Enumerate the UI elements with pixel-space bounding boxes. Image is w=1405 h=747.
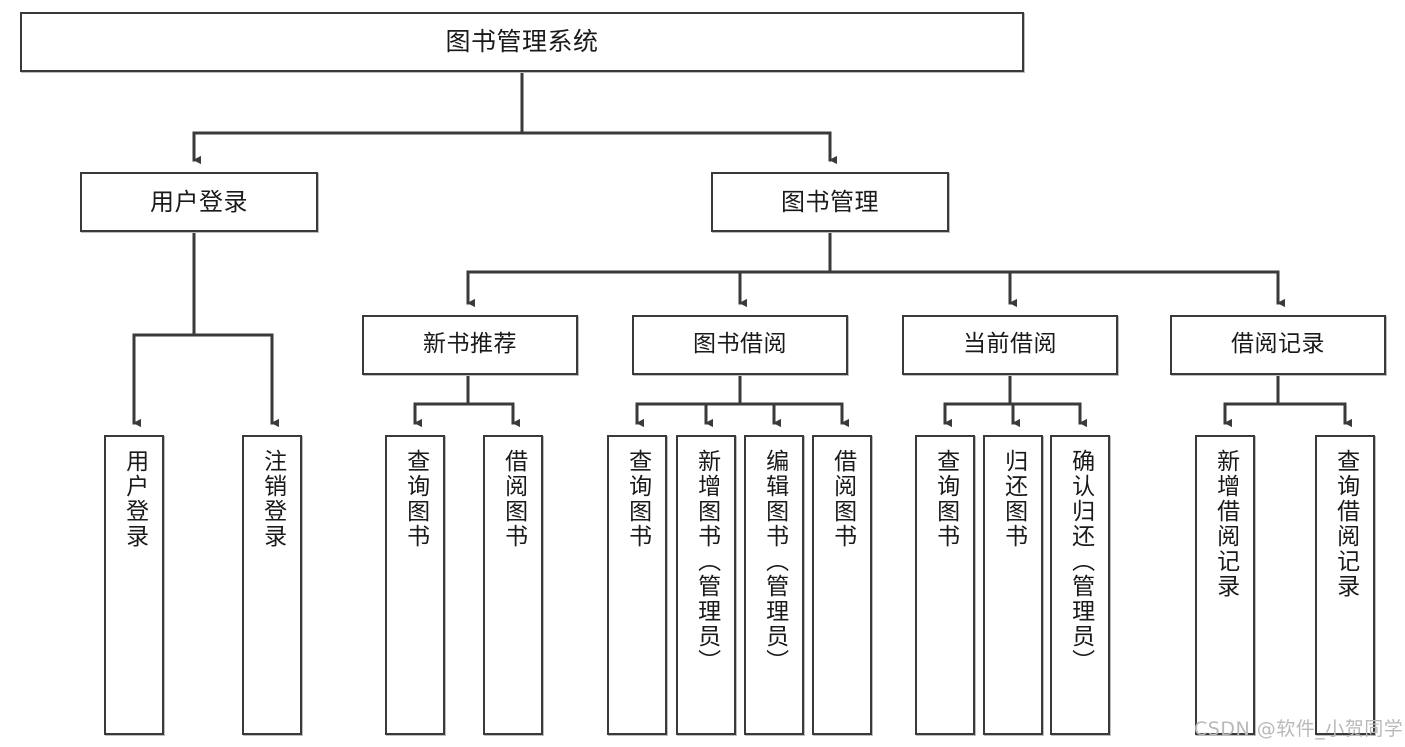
node-book-borrow[interactable]: 图书借阅 [632, 315, 848, 375]
node-label: 注销登录 [259, 449, 286, 549]
node-label: 图书管理 [781, 187, 879, 216]
node-leaf-user-login-logout[interactable]: 注销登录 [242, 435, 302, 735]
node-label: 借阅记录 [1231, 331, 1325, 358]
node-leaf-current-borrow-return[interactable]: 归还图书 [983, 435, 1043, 735]
node-user-login[interactable]: 用户登录 [80, 172, 318, 232]
node-leaf-new-book-query[interactable]: 查询图书 [385, 435, 445, 735]
node-leaf-user-login-login[interactable]: 用户登录 [104, 435, 164, 735]
node-leaf-borrow-record-add[interactable]: 新增借阅记录 [1195, 435, 1255, 735]
node-label: 借阅图书 [829, 449, 856, 549]
node-label: 查询借阅记录 [1332, 449, 1359, 599]
node-label: 当前借阅 [963, 331, 1057, 358]
node-label: 查询图书 [402, 449, 429, 549]
node-label: 用户登录 [121, 449, 148, 549]
node-label: 新书推荐 [423, 331, 517, 358]
node-label: 用户登录 [150, 187, 248, 216]
node-label: 查询图书 [932, 449, 959, 549]
node-leaf-book-borrow-add[interactable]: 新增图书（管理员） [676, 435, 736, 735]
node-borrow-record[interactable]: 借阅记录 [1170, 315, 1386, 375]
node-leaf-current-borrow-query[interactable]: 查询图书 [915, 435, 975, 735]
node-label: 新增图书（管理员） [693, 449, 720, 674]
node-label: 确认归还（管理员） [1067, 449, 1094, 674]
node-leaf-book-borrow-edit[interactable]: 编辑图书（管理员） [744, 435, 804, 735]
node-new-book-recommend[interactable]: 新书推荐 [362, 315, 578, 375]
node-root-book-management-system[interactable]: 图书管理系统 [20, 12, 1024, 72]
node-label: 新增借阅记录 [1212, 449, 1239, 599]
node-label: 图书管理系统 [445, 27, 599, 57]
node-label: 借阅图书 [500, 449, 527, 549]
node-label: 图书借阅 [693, 331, 787, 358]
node-leaf-book-borrow-borrow[interactable]: 借阅图书 [812, 435, 872, 735]
node-leaf-borrow-record-query[interactable]: 查询借阅记录 [1315, 435, 1375, 735]
node-label: 查询图书 [624, 449, 651, 549]
node-leaf-book-borrow-query[interactable]: 查询图书 [607, 435, 667, 735]
node-leaf-current-borrow-confirm-return[interactable]: 确认归还（管理员） [1050, 435, 1110, 735]
node-label: 编辑图书（管理员） [761, 449, 788, 674]
node-current-borrow[interactable]: 当前借阅 [902, 315, 1118, 375]
node-label: 归还图书 [1000, 449, 1027, 549]
node-leaf-new-book-borrow[interactable]: 借阅图书 [483, 435, 543, 735]
node-book-management[interactable]: 图书管理 [711, 172, 949, 232]
